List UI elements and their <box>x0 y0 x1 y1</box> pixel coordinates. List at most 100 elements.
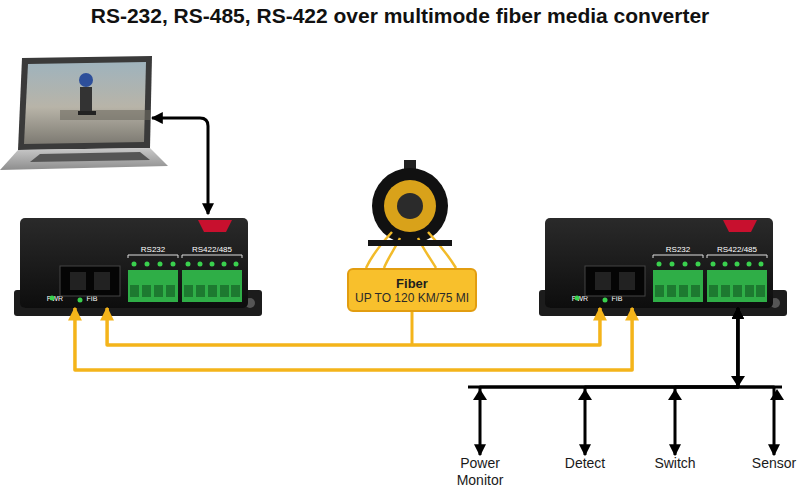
status-led <box>711 262 716 267</box>
fiber-link <box>107 308 600 345</box>
reel-drum <box>372 168 448 244</box>
status-led <box>657 262 662 267</box>
status-led <box>145 262 150 267</box>
screen-photo-ground <box>60 110 150 120</box>
terminal-slot <box>679 285 688 297</box>
terminal-block <box>182 270 242 302</box>
led-row <box>657 262 764 267</box>
screen-photo-figure <box>79 73 93 87</box>
port-socket <box>70 272 86 290</box>
laptop-link-arrow <box>152 118 208 214</box>
port-socket <box>94 272 110 290</box>
terminal-slot <box>745 285 754 297</box>
status-led <box>723 262 728 267</box>
screen-photo-figure <box>80 87 92 111</box>
status-led <box>670 262 675 267</box>
terminal-slot <box>655 285 664 297</box>
terminal-slot <box>231 285 240 297</box>
callout-heading: Fiber <box>396 276 428 291</box>
terminal-slot <box>733 285 742 297</box>
status-led <box>222 262 227 267</box>
serial-bus-link <box>738 308 774 455</box>
left-device-details <box>50 220 243 303</box>
port-group-label: RS422/485 <box>707 245 767 254</box>
right-device-details <box>575 220 768 303</box>
port-bracket <box>653 255 767 258</box>
led-label: PWR <box>569 295 591 302</box>
port-group-label: RS422/485 <box>182 245 242 254</box>
fiber-link <box>75 308 632 370</box>
terminal-block <box>707 270 767 302</box>
port-group-label: RS232 <box>128 245 178 254</box>
diagram-title: RS-232, RS-485, RS-422 over multimode fi… <box>0 4 800 28</box>
bus-arrow-head <box>770 389 784 400</box>
terminal-slot <box>721 285 730 297</box>
terminal-slot <box>208 285 217 297</box>
terminal-slot <box>709 285 718 297</box>
status-led <box>735 262 740 267</box>
terminal-slot <box>184 285 193 297</box>
terminal-slot <box>756 285 765 297</box>
status-led <box>198 262 203 267</box>
terminal-slot <box>154 285 163 297</box>
status-led <box>234 262 239 267</box>
terminal-slot <box>196 285 205 297</box>
media-converter: RS232 RS422/485PWR FIB <box>545 218 773 308</box>
endpoint-label: Switch <box>645 455 705 472</box>
status-led <box>50 296 55 301</box>
terminal-slot <box>166 285 175 297</box>
terminal-slot <box>667 285 676 297</box>
terminal-slot <box>130 285 139 297</box>
terminal-slot <box>691 285 700 297</box>
led-label: PWR <box>44 295 66 302</box>
led-label: FIB <box>84 295 100 302</box>
fiber-port <box>60 266 120 296</box>
device-logo <box>723 220 757 232</box>
terminal-slot <box>220 285 229 297</box>
callout-text: UP TO 120 KM/75 MI <box>355 291 469 305</box>
status-led <box>186 262 191 267</box>
device-logo <box>198 220 232 232</box>
fiber-port <box>585 266 645 296</box>
status-led <box>575 296 580 301</box>
status-led <box>747 262 752 267</box>
fiber-tie-line <box>411 312 414 345</box>
laptop-keyboard <box>30 152 150 162</box>
serial-bus-link <box>585 308 738 455</box>
endpoint-label: Power Monitor <box>445 455 515 489</box>
endpoint-name: Detect <box>555 455 615 472</box>
port-socket <box>619 272 635 290</box>
status-led <box>696 262 701 267</box>
fiber-callout-box: FiberUP TO 120 KM/75 MI <box>347 268 477 312</box>
reel-stand <box>368 240 452 246</box>
screen-photo-board <box>78 111 96 115</box>
laptop-screen <box>24 62 146 144</box>
status-led <box>171 262 176 267</box>
endpoint-name: Sensor <box>748 455 800 472</box>
serial-bus-link <box>675 308 738 455</box>
reel-hub <box>397 193 423 219</box>
media-converter: RS232 RS422/485PWR FIB <box>20 218 248 308</box>
port-socket <box>595 272 611 290</box>
serial-bus-link <box>480 308 738 455</box>
endpoint-name: Power Monitor <box>445 455 515 489</box>
led-label: FIB <box>609 295 625 302</box>
terminal-slots <box>655 285 765 297</box>
endpoint-label: Detect <box>555 455 615 472</box>
led-row <box>132 262 239 267</box>
terminal-block <box>653 270 703 302</box>
laptop-lid <box>18 56 152 150</box>
endpoint-label: Sensor <box>748 455 800 472</box>
port-group-label: RS232 <box>653 245 703 254</box>
port-bracket <box>128 255 242 258</box>
status-led <box>78 298 83 303</box>
reel-cable-coil <box>384 180 436 232</box>
laptop-base <box>0 148 168 170</box>
terminal-block <box>128 270 178 302</box>
status-led <box>759 262 764 267</box>
endpoint-name: Switch <box>645 455 705 472</box>
terminal-slot <box>142 285 151 297</box>
